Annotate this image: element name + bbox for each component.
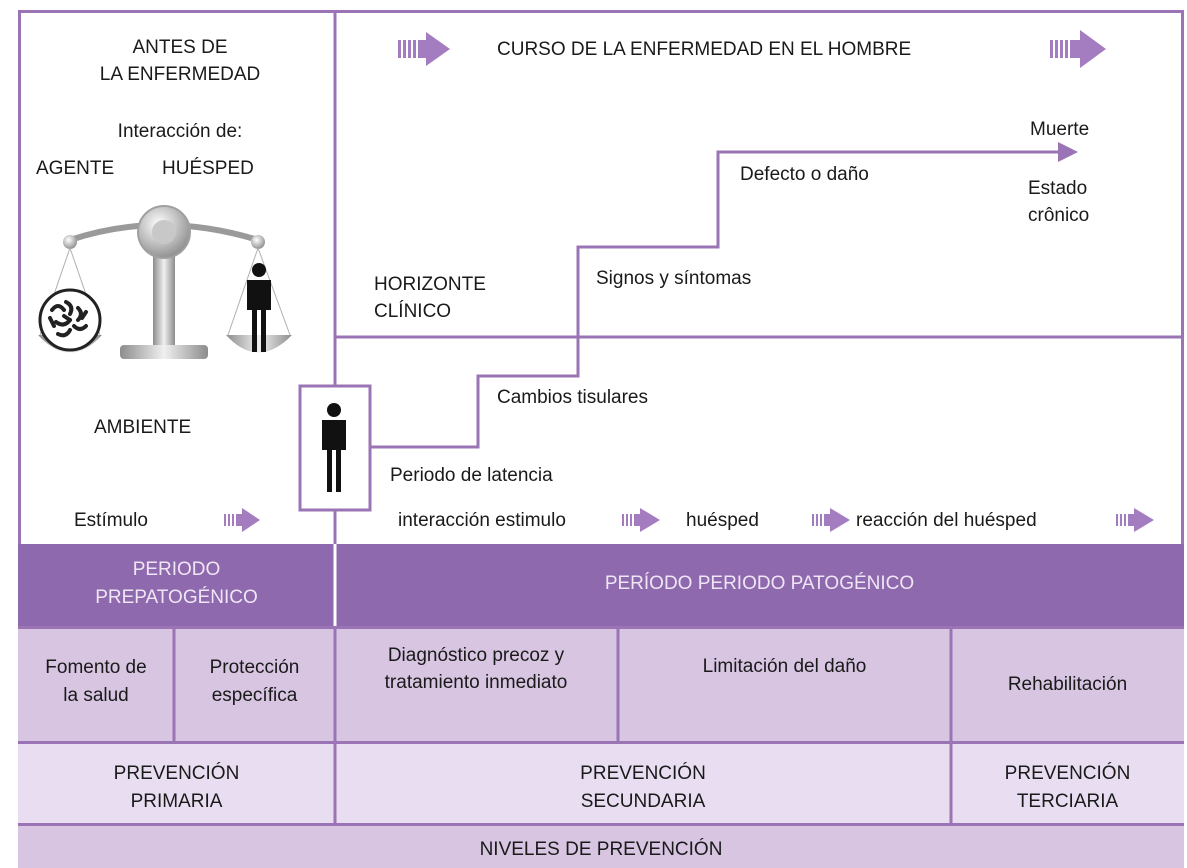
- prepathogenic-line2: PREPATOGÉNICO: [95, 587, 258, 608]
- rehabilitation-label: Rehabilitación: [1007, 674, 1128, 695]
- clinical-horizon-line1: HORIZONTE: [374, 274, 486, 295]
- flow-arrow-3: [1116, 508, 1154, 532]
- chronic-label-line1: Estado: [1028, 178, 1088, 199]
- flow-arrow-1: [622, 508, 660, 532]
- disease-course-staircase: [370, 150, 1060, 449]
- pre-disease-title-line1: ANTES DE: [132, 37, 228, 58]
- secondary-prevention-line1: PREVENCIÓN: [580, 763, 706, 784]
- flow-host-label: huésped: [686, 510, 759, 531]
- pre-disease-title-line2: LA ENFERMEDAD: [99, 64, 261, 85]
- flow-arrow-2: [812, 508, 850, 532]
- person-icon: [322, 403, 346, 492]
- latency-label: Periodo de latencia: [390, 465, 553, 486]
- pathogenic-label: PERÍODO PERIODO PATOGÉNICO: [604, 573, 915, 594]
- course-arrow-left: [398, 32, 450, 66]
- secondary-prevention-line2: SECUNDARIA: [580, 791, 706, 812]
- protection-line2: específica: [211, 685, 298, 706]
- prepathogenic-line1: PERIODO: [132, 559, 221, 580]
- interaction-label: Interacción de:: [117, 121, 243, 142]
- agent-microbe-icon: [38, 288, 102, 352]
- primary-prevention-line2: PRIMARIA: [130, 791, 223, 812]
- signs-label: Signos y síntomas: [596, 268, 752, 289]
- course-arrow-right: [1050, 30, 1106, 68]
- promotion-line1: Fomento de: [45, 657, 147, 678]
- diagnosis-line1: Diagnóstico precoz y: [387, 645, 565, 666]
- prevention-levels-footer: NIVELES DE PREVENCIÓN: [479, 839, 723, 860]
- chronic-label-line2: crônico: [1028, 205, 1090, 226]
- limitation-label: Limitación del daño: [702, 656, 867, 677]
- actions-row: [18, 626, 1184, 744]
- death-label: Muerte: [1030, 119, 1090, 140]
- footer-band: [18, 826, 1184, 868]
- period-band: [18, 544, 1184, 626]
- stimulus-arrow: [224, 508, 260, 532]
- primary-prevention-line1: PREVENCIÓN: [113, 763, 240, 784]
- flow-interaction-label: interacción estimulo: [398, 510, 566, 531]
- stimulus-label: Estímulo: [74, 510, 148, 531]
- protection-line1: Protección: [209, 657, 300, 678]
- tertiary-prevention-line2: TERCIARIA: [1016, 791, 1119, 812]
- environment-label: AMBIENTE: [94, 417, 192, 438]
- course-title: CURSO DE LA ENFERMEDAD EN EL HOMBRE: [497, 39, 912, 60]
- tissue-changes-label: Cambios tisulares: [497, 387, 648, 408]
- defect-label: Defecto o daño: [740, 164, 869, 185]
- agent-label: AGENTE: [36, 158, 115, 179]
- host-label: HUÉSPED: [162, 158, 254, 179]
- prevention-row: [18, 744, 1184, 826]
- promotion-line2: la salud: [63, 685, 129, 706]
- staircase-arrowhead: [1058, 142, 1078, 162]
- host-person-icon: [247, 263, 271, 352]
- flow-reaction-label: reacción del huésped: [856, 510, 1037, 531]
- diagnosis-line2: tratamiento inmediato: [384, 672, 568, 693]
- tertiary-prevention-line1: PREVENCIÓN: [1004, 763, 1131, 784]
- clinical-horizon-line2: CLÍNICO: [374, 301, 452, 322]
